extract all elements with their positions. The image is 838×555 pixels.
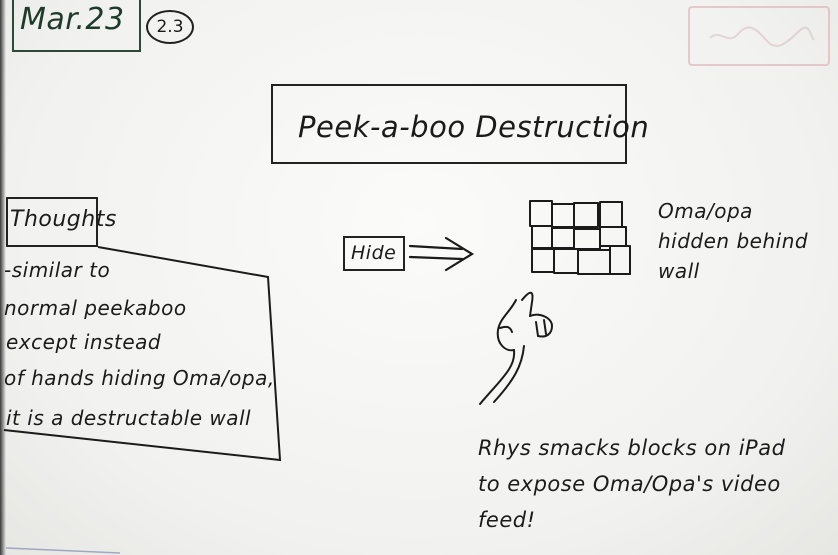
- whiteboard-frame-edge: [0, 0, 6, 555]
- thoughts-heading: Thoughts: [10, 207, 117, 232]
- erased-scribble: [709, 26, 815, 47]
- thoughts-line-5: it is a destructable wall: [6, 406, 252, 430]
- version-label: 2.3: [156, 17, 184, 37]
- wall-caption: Oma/opa hidden behind wall: [658, 199, 809, 283]
- thoughts-line-3: except instead: [6, 330, 162, 354]
- thoughts-line-1: -similar to: [4, 258, 111, 282]
- title-box: [271, 84, 627, 164]
- date-label: Mar.23: [20, 2, 125, 37]
- erased-box: [688, 6, 830, 66]
- date-box: [12, 0, 141, 52]
- hide-label: Hide: [351, 242, 397, 264]
- version-circle: 2.3: [146, 10, 194, 44]
- thoughts-line-2: normal peekaboo: [4, 296, 187, 320]
- thoughts-heading-box: [6, 197, 98, 247]
- rhys-caption: Rhys smacks blocks on iPad to expose Oma…: [478, 436, 786, 532]
- hide-box: [343, 236, 405, 271]
- thoughts-line-4: of hands hiding Oma/opa,: [4, 366, 275, 390]
- page-title: Peek-a-boo Destruction: [298, 110, 650, 144]
